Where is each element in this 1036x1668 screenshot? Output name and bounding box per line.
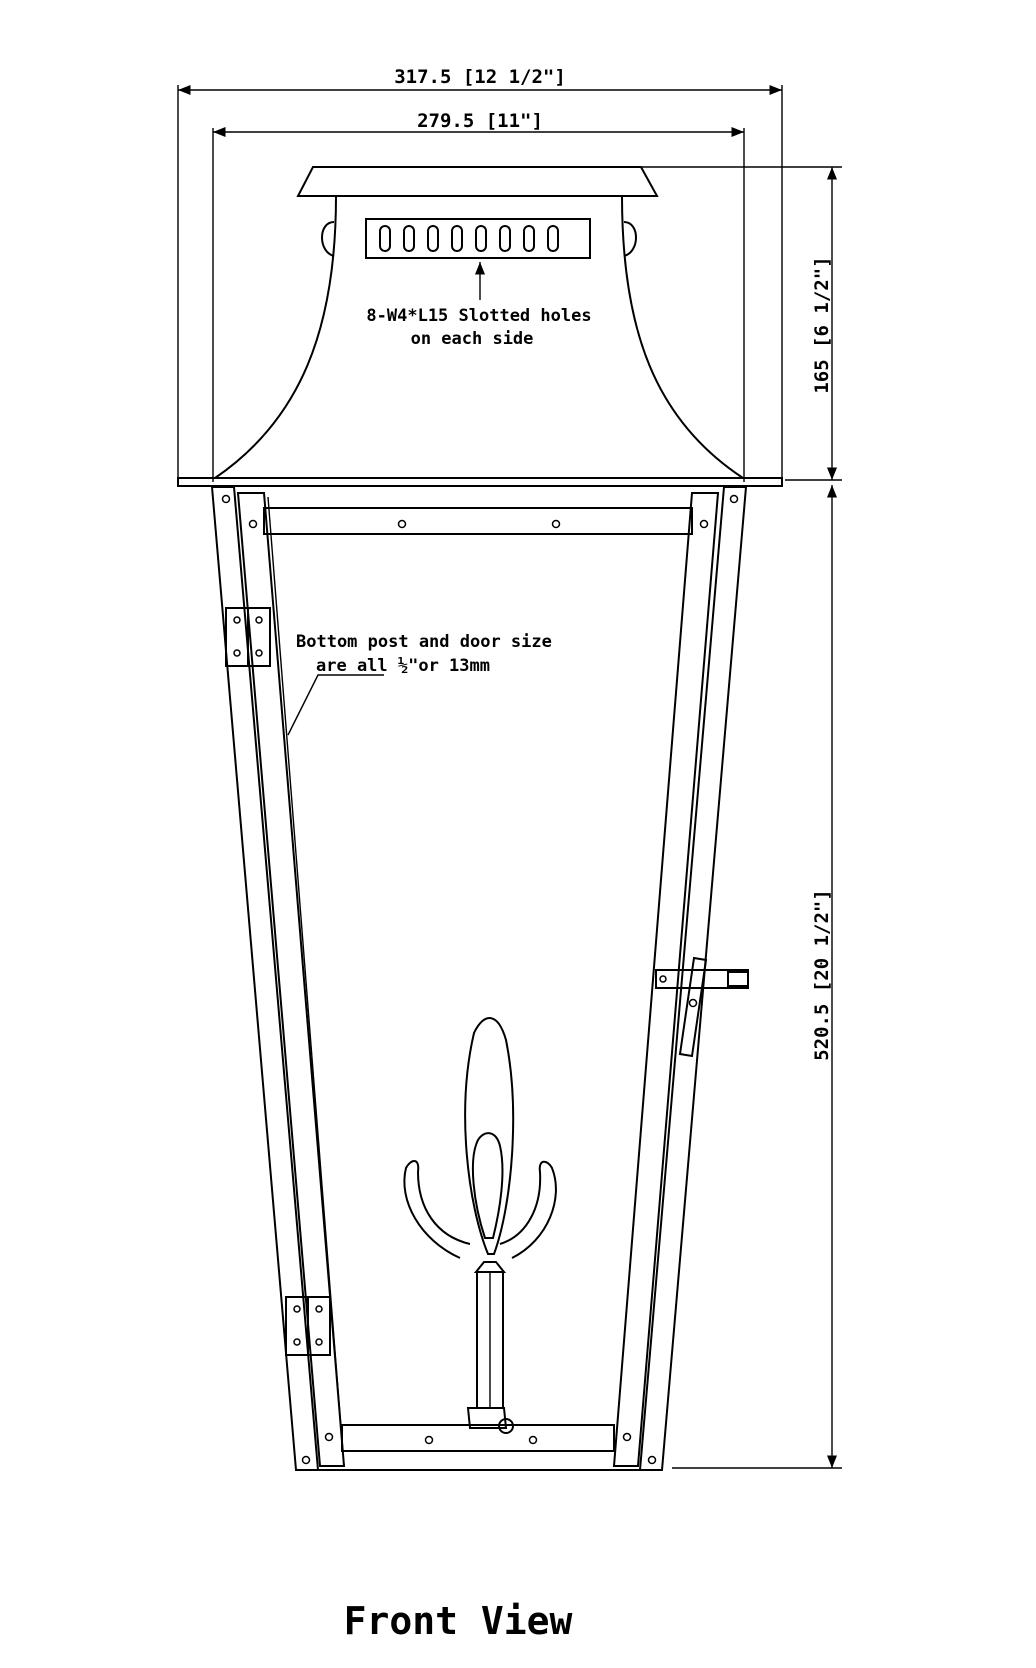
slotted-holes-note-line2: on each side	[411, 329, 534, 349]
overall-width-dimension: 317.5 [12 1/2"]	[177, 66, 783, 485]
bottom-height-dimension: 520.5 [20 1/2"]	[672, 485, 842, 1469]
upper-hinge	[225, 607, 271, 667]
view-title: Front View	[344, 1599, 573, 1643]
post-size-note-line1: Bottom post and door size	[296, 632, 552, 652]
lantern-hood	[177, 166, 783, 487]
gas-flame-burner	[403, 1017, 557, 1434]
post-size-note: Bottom post and door size are all ½"or 1…	[287, 632, 552, 736]
slotted-holes-panel: 8-W4*L15 Slotted holes on each side	[365, 218, 592, 349]
overall-width-label: 317.5 [12 1/2"]	[394, 66, 566, 88]
slotted-holes-note-line1: 8-W4*L15 Slotted holes	[366, 306, 591, 326]
top-height-dimension: 165 [6 1/2"]	[620, 166, 842, 481]
screw-holes	[221, 494, 739, 1465]
inner-width-dimension: 279.5 [11"]	[212, 110, 745, 482]
lantern-body-frame	[210, 486, 748, 1471]
post-size-note-line2: are all ½"or 13mm	[316, 656, 490, 676]
lower-hinge	[285, 1296, 331, 1356]
bottom-height-label: 520.5 [20 1/2"]	[811, 889, 833, 1061]
inner-width-label: 279.5 [11"]	[417, 110, 543, 132]
top-height-label: 165 [6 1/2"]	[811, 256, 833, 393]
door-latch	[655, 956, 749, 1058]
